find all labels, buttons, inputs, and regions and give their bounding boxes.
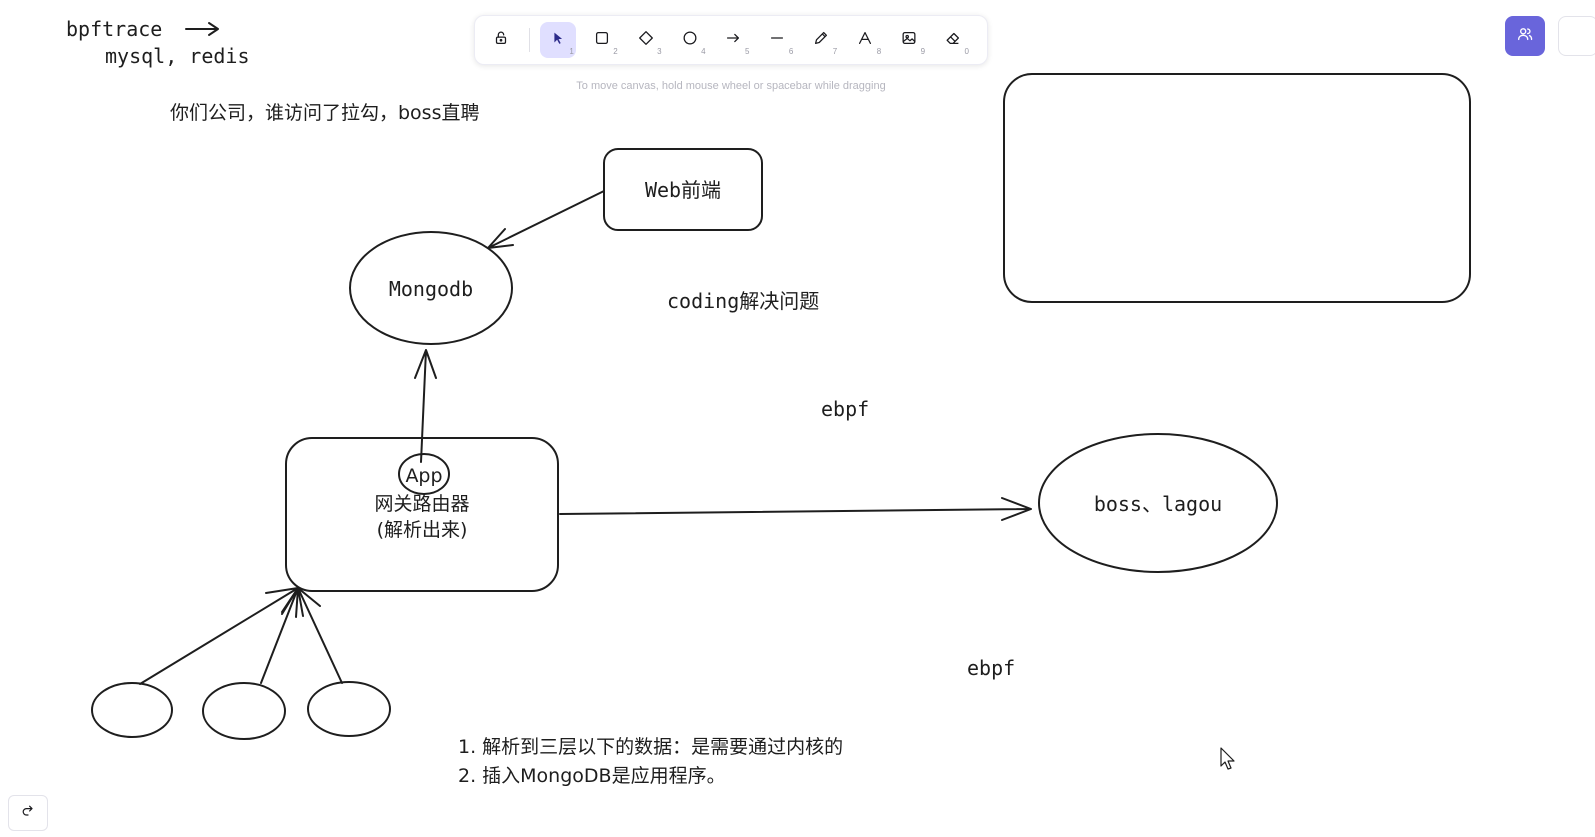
draw-shortcut: 7: [832, 47, 838, 56]
redo-icon: [20, 803, 36, 823]
bpftrace-text[interactable]: bpftrace: [66, 17, 162, 41]
rectangle-tool-button[interactable]: 2: [584, 22, 620, 58]
app-label[interactable]: App: [405, 465, 442, 487]
ebpf-top-text[interactable]: ebpf: [821, 397, 869, 421]
image-icon: [900, 29, 918, 51]
coding-note-text[interactable]: coding解决问题: [667, 289, 819, 313]
arrow-shortcut: 5: [744, 47, 750, 56]
arrow-tool-button[interactable]: 5: [716, 22, 752, 58]
image-tool-button[interactable]: 9: [891, 22, 927, 58]
empty-rectangle[interactable]: [1003, 73, 1471, 303]
ebpf-bottom-text[interactable]: ebpf: [967, 656, 1015, 680]
client-3-arrow[interactable]: [295, 587, 343, 684]
line-tool-button[interactable]: 6: [759, 22, 795, 58]
selection-shortcut: 1: [569, 47, 574, 56]
text-icon: [856, 29, 874, 51]
company-question-text[interactable]: 你们公司，谁访问了拉勾，boss直聘: [170, 102, 479, 124]
bpftrace-arrow[interactable]: [185, 22, 219, 36]
canvas-hint-text: To move canvas, hold mouse wheel or spac…: [576, 80, 886, 92]
rectangle-icon: [593, 29, 611, 51]
line-shortcut: 6: [788, 47, 794, 56]
mouse-cursor-icon: [1220, 747, 1235, 770]
client-ellipse-2[interactable]: [202, 682, 286, 740]
pencil-icon: [812, 29, 830, 51]
web-to-mongodb-arrow[interactable]: [487, 190, 605, 249]
note-2-text[interactable]: 2. 插入MongoDB是应用程序。: [458, 765, 726, 787]
web-frontend-box[interactable]: [603, 148, 763, 231]
note-1-text[interactable]: 1. 解析到三层以下的数据：是需要通过内核的: [458, 736, 843, 758]
app-ellipse[interactable]: [398, 453, 450, 495]
users-icon: [1516, 25, 1534, 47]
client-ellipse-1[interactable]: [91, 682, 173, 738]
line-icon: [768, 29, 786, 51]
diamond-icon: [637, 29, 655, 51]
lock-icon: [492, 29, 510, 51]
mysql-redis-text[interactable]: mysql, redis: [105, 44, 250, 68]
collaborate-button[interactable]: [1505, 16, 1545, 56]
web-frontend-label[interactable]: Web前端: [645, 178, 721, 202]
shape-toolbar: 1 2 3 4 5 6 7: [474, 15, 988, 65]
ellipse-icon: [681, 29, 699, 51]
ellipse-tool-button[interactable]: 4: [672, 22, 708, 58]
draw-tool-button[interactable]: 7: [803, 22, 839, 58]
pointer-icon: [549, 29, 567, 51]
rectangle-shortcut: 2: [613, 47, 618, 56]
toolbar-separator: [528, 28, 530, 52]
diamond-tool-button[interactable]: 3: [628, 22, 664, 58]
gateway-router-box[interactable]: [285, 437, 559, 592]
diamond-shortcut: 3: [657, 47, 662, 56]
lock-tool-button[interactable]: [483, 22, 519, 58]
eraser-icon: [944, 29, 962, 51]
arrow-icon: [724, 29, 742, 51]
library-button[interactable]: [1558, 16, 1595, 56]
gateway-label-line2[interactable]: (解析出来): [377, 519, 468, 541]
app-to-mongodb-arrow[interactable]: [414, 349, 437, 463]
boss-lagou-label[interactable]: boss、lagou: [1094, 492, 1222, 516]
gateway-to-boss-arrow[interactable]: [559, 497, 1032, 521]
client-ellipse-3[interactable]: [307, 681, 391, 737]
text-tool-button[interactable]: 8: [847, 22, 883, 58]
eraser-shortcut: 0: [964, 47, 969, 56]
selection-tool-button[interactable]: 1: [539, 22, 576, 58]
gateway-label-line1[interactable]: 网关路由器: [374, 493, 469, 515]
mongodb-label[interactable]: Mongodb: [389, 277, 473, 301]
redo-button[interactable]: [8, 795, 48, 831]
eraser-tool-button[interactable]: 0: [935, 22, 971, 58]
text-shortcut: 8: [876, 47, 882, 56]
client-1-arrow[interactable]: [139, 587, 299, 685]
boss-lagou-ellipse[interactable]: [1038, 433, 1278, 573]
ellipse-shortcut: 4: [701, 47, 706, 56]
image-shortcut: 9: [920, 47, 926, 56]
mongodb-ellipse[interactable]: [349, 231, 513, 345]
